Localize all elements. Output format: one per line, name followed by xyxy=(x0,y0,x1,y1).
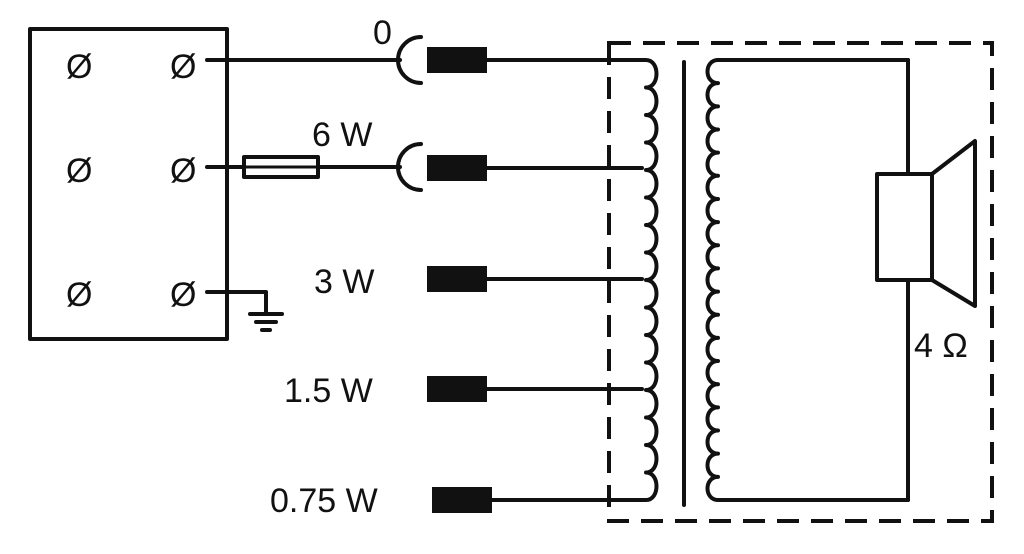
impedance-label: 4 Ω xyxy=(914,327,968,365)
ground-icon xyxy=(205,290,284,332)
plug-icon xyxy=(427,376,487,402)
plug-icon xyxy=(432,487,492,513)
secondary-coil xyxy=(705,58,720,502)
terminal-screw-icon: Ø xyxy=(170,152,196,190)
plug-icon xyxy=(427,47,487,73)
socket-icon xyxy=(396,35,423,85)
terminal-screw-icon: Ø xyxy=(66,48,92,86)
socket-icon xyxy=(396,142,423,192)
terminal-block-frame xyxy=(28,27,229,341)
terminal-screw-icon: Ø Ø Ø Ø Ø Ø xyxy=(66,48,196,314)
primary-coil xyxy=(640,58,659,502)
tap-label-1-5w: 1.5 W xyxy=(284,372,373,410)
plug-icon xyxy=(427,266,487,292)
plug-icon xyxy=(427,155,487,181)
terminal-screw-icon: Ø xyxy=(66,276,92,314)
terminal-screw-icon: Ø xyxy=(170,276,196,314)
terminal-screw-icon: Ø xyxy=(66,152,92,190)
tap-label-3w: 3 W xyxy=(314,263,374,301)
terminal-block: Ø Ø Ø Ø Ø Ø xyxy=(28,27,229,341)
tap-label-0-75w: 0.75 W xyxy=(270,482,378,520)
transformer-icon xyxy=(640,58,720,507)
speaker-icon xyxy=(875,139,977,308)
tap-label-6w: 6 W xyxy=(312,116,372,154)
speaker-enclosure xyxy=(607,41,994,523)
terminal-screw-icon: Ø xyxy=(170,48,196,86)
tap-label-0: 0 xyxy=(373,14,392,52)
